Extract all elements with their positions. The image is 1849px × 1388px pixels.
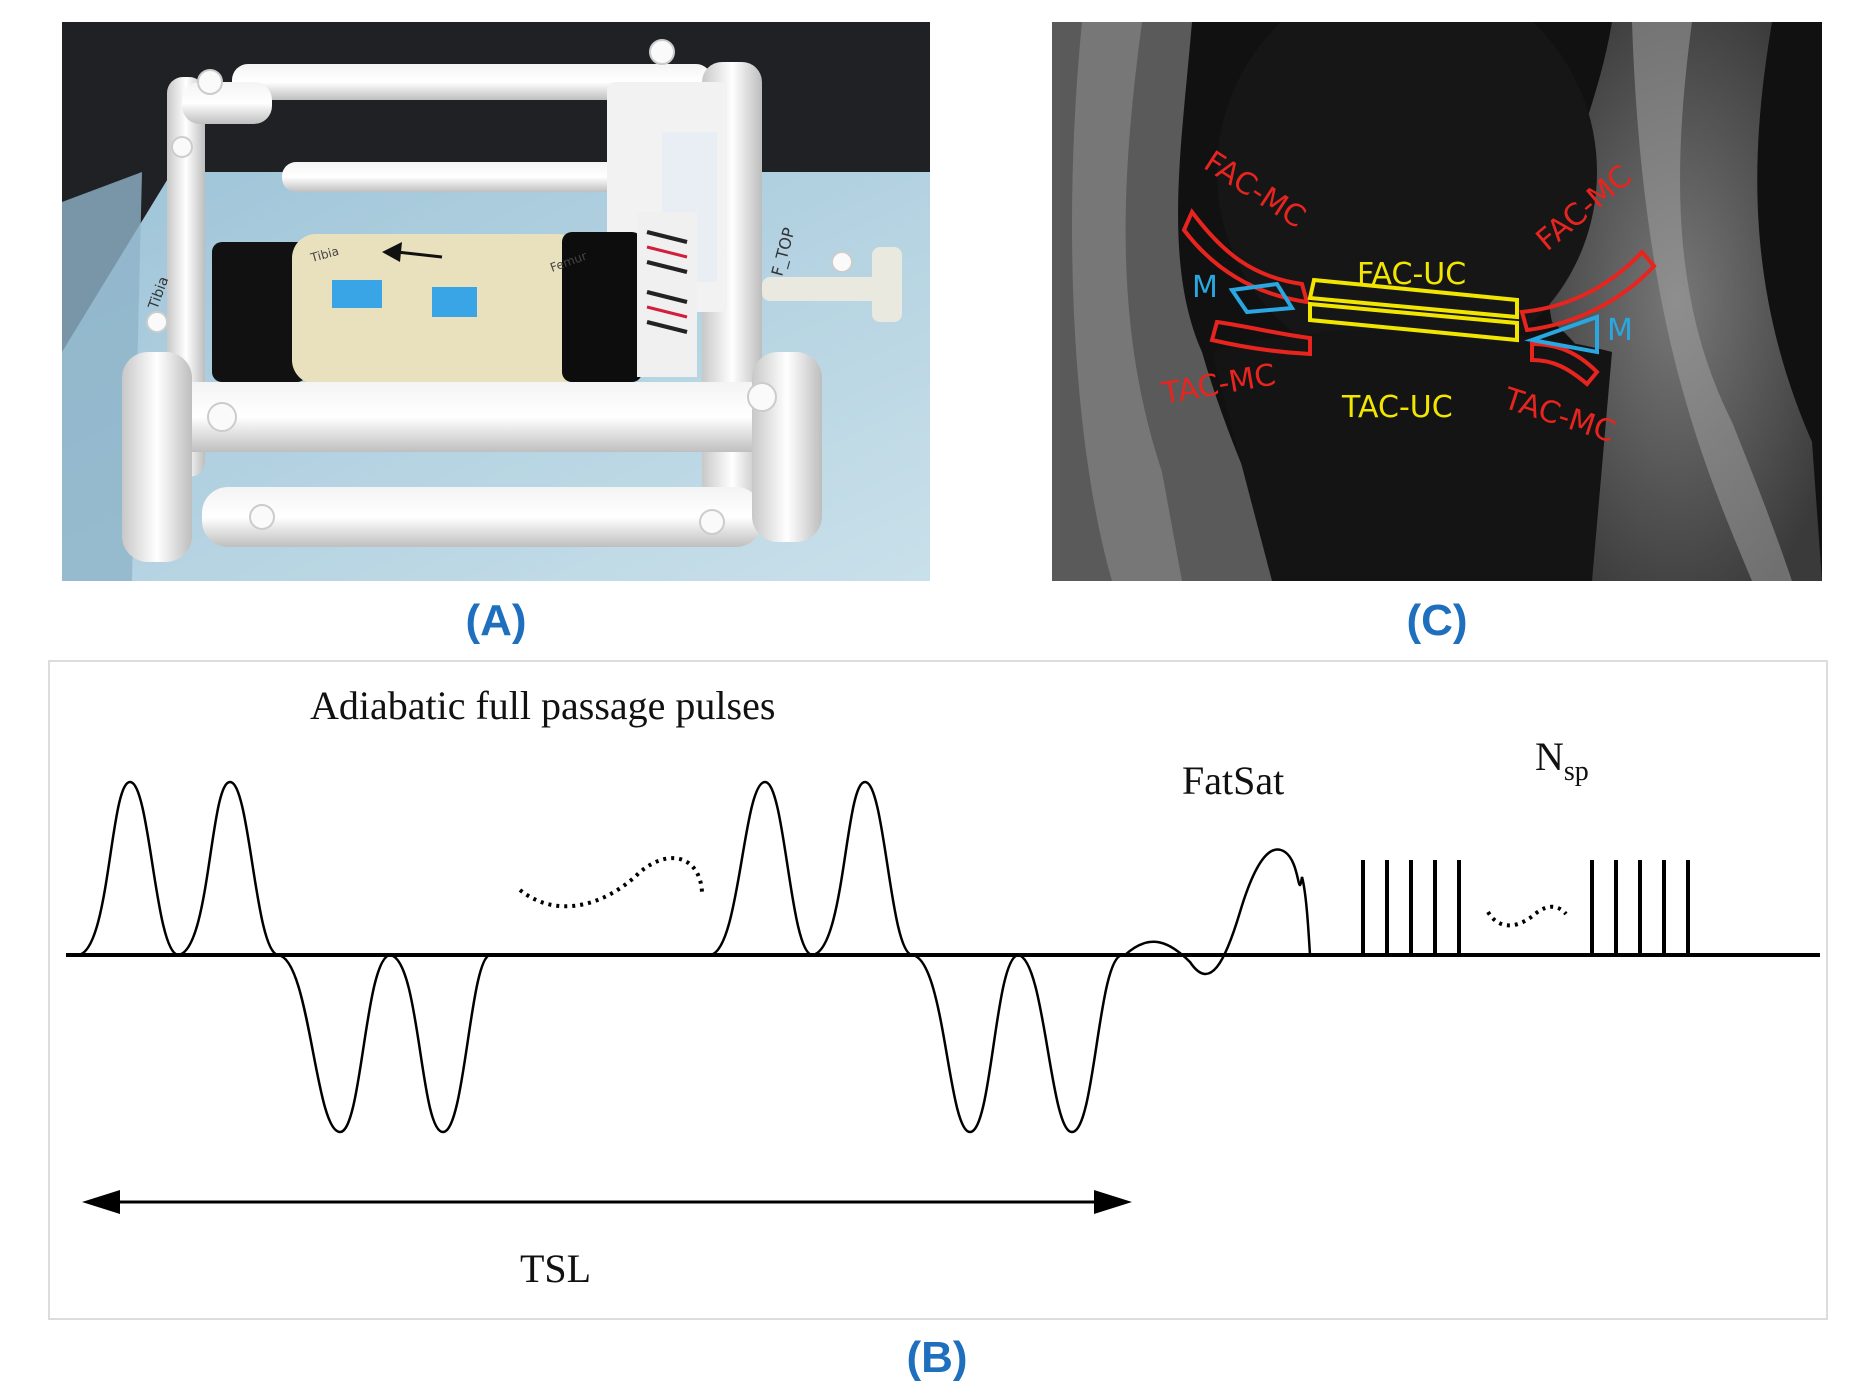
mri-knee-image: FAC-MC FAC-MC FAC-UC TAC-MC TAC-UC TAC-M…	[1052, 22, 1822, 581]
positive-pulse-3	[709, 780, 813, 957]
pulse-sequence-diagram: Adiabatic full passage pulses FatSat Nsp	[66, 683, 1820, 1291]
caption-c: (C)	[1406, 596, 1468, 645]
fatsat-pulse	[1124, 848, 1312, 976]
panel-c-mri: FAC-MC FAC-MC FAC-UC TAC-MC TAC-UC TAC-M…	[1052, 22, 1822, 581]
panel-a-photo: Tibia F_TOP Femur Tibia	[62, 22, 930, 581]
dotted-repeat-1	[518, 856, 704, 909]
label-fatsat: FatSat	[1182, 758, 1284, 803]
caption-b: (B)	[906, 1333, 968, 1382]
dotted-repeat-2	[1486, 904, 1568, 928]
positive-pulse-4	[811, 780, 913, 957]
roi-label-m-left: M	[1192, 270, 1218, 305]
roi-label-m-right: M	[1607, 313, 1633, 348]
readout-spikes-2	[1590, 860, 1690, 955]
caption-a: (A)	[465, 596, 527, 645]
readout-spikes-1	[1361, 860, 1461, 955]
roi-label-tac-uc: TAC-UC	[1341, 390, 1453, 425]
panel-b-pulse-sequence: Adiabatic full passage pulses FatSat Nsp	[48, 660, 1828, 1320]
positive-pulse-1	[77, 780, 179, 957]
tsl-double-arrow	[82, 1190, 1132, 1214]
label-tsl: TSL	[520, 1246, 591, 1291]
roi-label-fac-uc: FAC-UC	[1357, 257, 1466, 292]
negative-pulse-4	[1017, 953, 1123, 1134]
title-adiabatic-pulses: Adiabatic full passage pulses	[310, 683, 775, 728]
positive-pulse-2	[177, 780, 279, 957]
label-nsp: Nsp	[1535, 734, 1589, 787]
negative-pulse-3	[911, 953, 1019, 1134]
negative-pulse-1	[277, 953, 391, 1134]
loading-fixture-illustration: Tibia F_TOP Femur Tibia	[62, 22, 930, 581]
negative-pulse-2	[389, 953, 491, 1134]
